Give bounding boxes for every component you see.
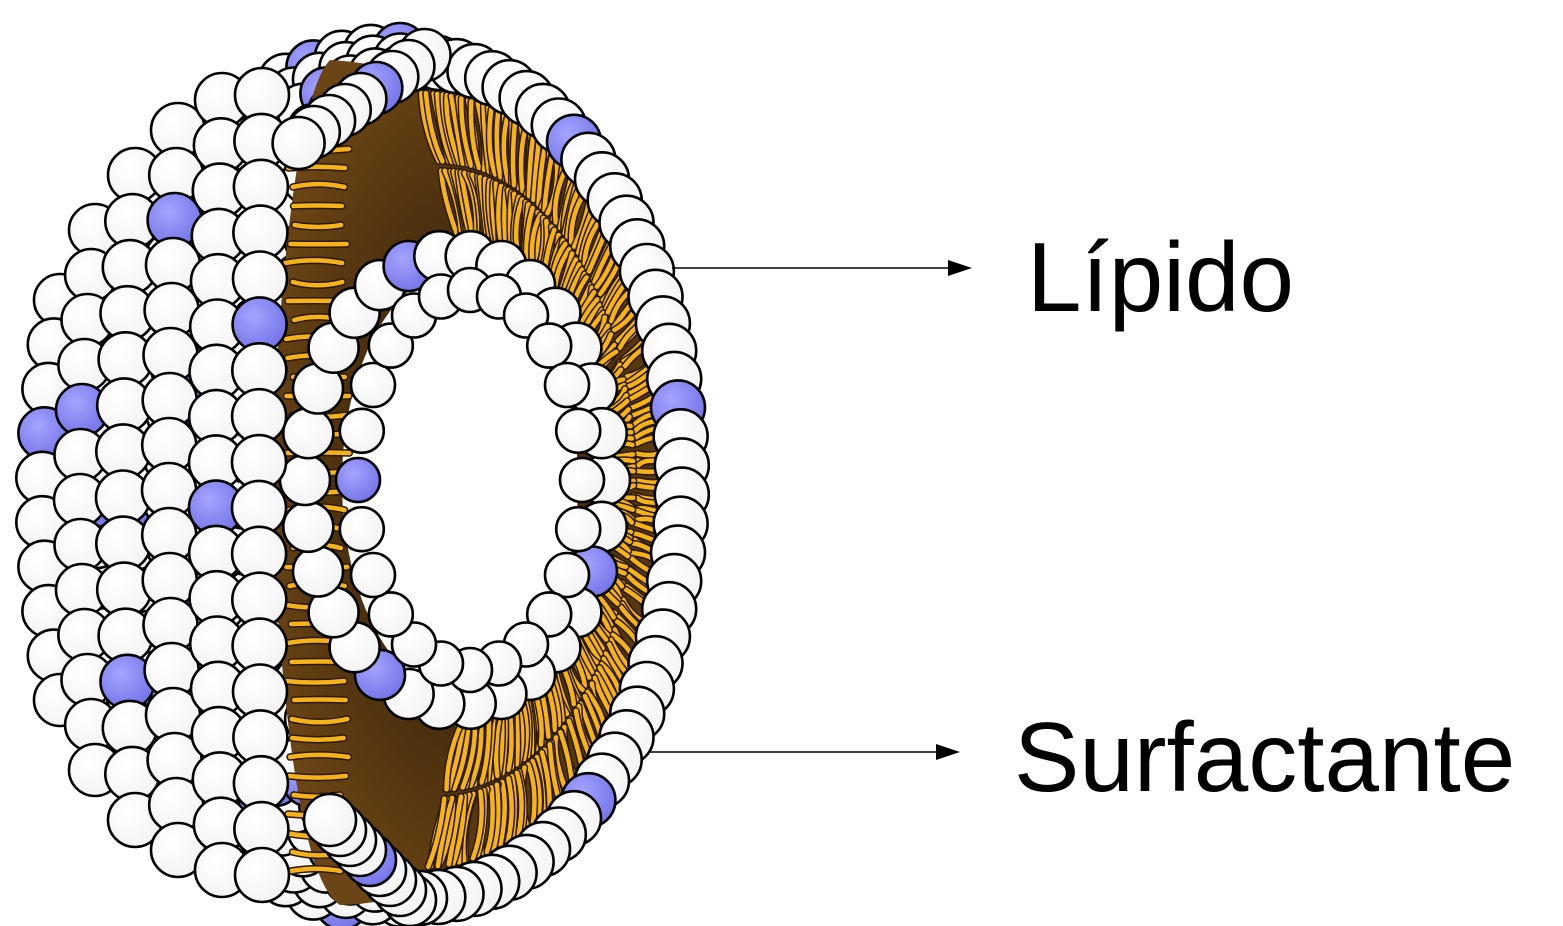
hydrophobic-tail [292,738,343,740]
lipid-head [273,117,325,169]
lipid-head [545,553,589,597]
hydrophobic-tail [294,700,346,701]
surfactant-head [336,458,380,502]
outer-shell-front [16,68,289,902]
lipid-head [280,455,330,505]
lipid-head [283,502,333,552]
hydrophobic-tail [285,260,342,263]
lipid-label: Lípido [1027,228,1294,326]
lipid-head [351,553,395,597]
lipid-arrow [672,260,972,276]
lipid-head [304,794,356,846]
hydrophobic-tail [295,225,342,227]
surfactant-arrow [648,744,960,760]
hydrophobic-tail [513,122,515,185]
right-arrow-icon [936,744,960,760]
lipid-head [293,547,343,597]
right-arrow-icon [948,260,972,276]
hydrophobic-tail [286,681,345,683]
lipid-head [235,848,289,902]
hydrophobic-tail [290,755,348,757]
lipid-head [556,507,600,551]
lipid-head [340,409,384,453]
lipid-head [351,363,395,407]
lipid-head [560,458,604,502]
surfactant-label: Surfactante [1014,708,1515,806]
lipid-head [283,408,333,458]
hydrophobic-tail [289,776,346,778]
hydrophobic-tail [291,869,341,871]
lipid-head [369,592,413,636]
lipid-head [545,363,589,407]
lipid-head [556,409,600,453]
lipid-head [340,507,384,551]
lipid-head [527,324,571,368]
